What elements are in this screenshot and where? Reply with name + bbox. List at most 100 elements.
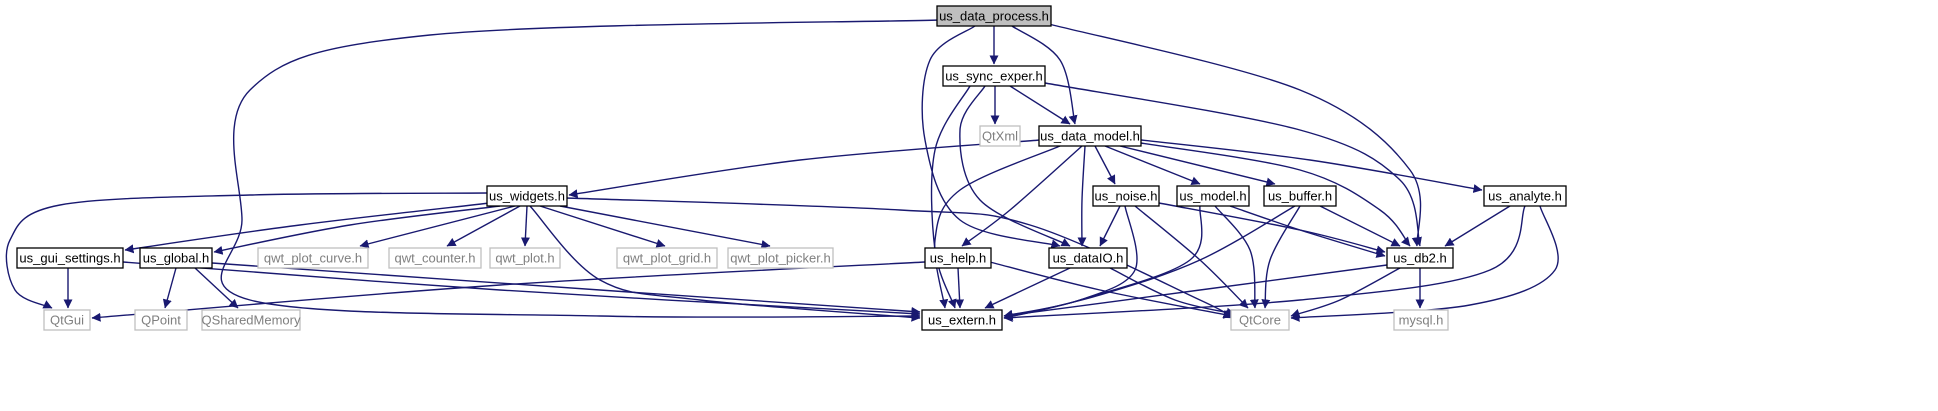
edge-us-data-model-h-to-us-model-h <box>1104 145 1201 186</box>
edge-us-model-h-to-us-db2-h <box>1229 205 1386 258</box>
node-label: QtXml <box>982 129 1018 144</box>
node-box <box>201 309 301 331</box>
node-label: qwt_plot_curve.h <box>264 251 362 266</box>
edge-us-global-h-to-QPoint <box>162 267 177 309</box>
edge-us-data-model-h-to-us-help-h <box>961 145 1083 247</box>
node-qsharedmemory: QSharedMemory <box>201 309 301 331</box>
node-qtxml: QtXml <box>979 125 1021 147</box>
edge-us-buffer-h-to-us-db2-h <box>1319 205 1401 247</box>
edge-us-widgets-h-to-qwt-plot-grid-h <box>539 205 666 248</box>
node-label: us_buffer.h <box>1268 189 1332 204</box>
edge-us-data-process-h-to-us-data-model-h <box>1011 25 1078 125</box>
node-qwt-counter-h: qwt_counter.h <box>388 247 482 269</box>
node-us-gui-settings-h[interactable]: us_gui_settings.h <box>16 247 124 269</box>
node-us-global-h[interactable]: us_global.h <box>139 247 213 269</box>
node-box <box>139 247 213 269</box>
node-label: us_db2.h <box>1393 251 1447 266</box>
node-box <box>43 309 91 331</box>
node-label: us_analyte.h <box>1488 189 1562 204</box>
edge-us-data-model-h-to-us-dataIO-h <box>1077 145 1087 247</box>
node-box <box>489 247 561 269</box>
node-qwt-plot-picker-h: qwt_plot_picker.h <box>727 247 834 269</box>
node-us-extern-h[interactable]: us_extern.h <box>921 309 1003 331</box>
edge-us-analyte-h-to-QtCore <box>1290 205 1559 322</box>
node-qwt-plot-grid-h: qwt_plot_grid.h <box>616 247 718 269</box>
node-box <box>1263 185 1337 207</box>
node-us-widgets-h[interactable]: us_widgets.h <box>486 185 568 207</box>
edge-us-data-process-h-to-us-db2-h <box>1048 23 1422 247</box>
edge-us-global-h-to-us-extern-h <box>211 262 921 316</box>
edge-us-widgets-h-to-us-global-h <box>213 205 501 255</box>
node-us-data-model-h[interactable]: us_data_model.h <box>1038 125 1142 147</box>
node-label: us_data_model.h <box>1040 129 1140 144</box>
node-box <box>1230 309 1290 331</box>
node-qtgui: QtGui <box>43 309 91 331</box>
node-box <box>942 65 1046 87</box>
node-us-data-process-h: us_data_process.h <box>936 5 1052 27</box>
node-box <box>1038 125 1142 147</box>
node-box <box>727 247 834 269</box>
node-label: mysql.h <box>1399 313 1444 328</box>
edge-us-noise-h-to-QtCore <box>1134 205 1249 309</box>
edge-us-data-process-h-to-us-extern-h <box>220 19 941 321</box>
node-mysql-h: mysql.h <box>1393 309 1449 331</box>
node-box <box>936 5 1052 27</box>
edge-us-sync-exper-h-to-us-dataIO-h <box>959 85 1071 247</box>
node-label: qwt_plot_picker.h <box>730 251 830 266</box>
node-box <box>388 247 482 269</box>
edge-us-db2-h-to-us-extern-h <box>1003 264 1388 320</box>
node-box <box>1483 185 1567 207</box>
node-box <box>134 309 188 331</box>
node-box <box>1048 247 1128 269</box>
node-box <box>257 247 369 269</box>
node-label: us_widgets.h <box>489 189 565 204</box>
edges-layer <box>5 19 1559 322</box>
edge-us-data-model-h-to-us-db2-h <box>1140 142 1411 247</box>
edge-us-data-model-h-to-us-noise-h <box>1094 145 1116 185</box>
node-label: us_model.h <box>1179 189 1246 204</box>
edge-us-help-h-to-QtCore <box>989 261 1233 319</box>
edge-us-widgets-h-to-us-extern-h <box>529 205 921 322</box>
edge-us-dataIO-h-to-us-extern-h <box>984 267 1071 309</box>
node-label: qwt_plot.h <box>495 251 554 266</box>
node-us-db2-h[interactable]: us_db2.h <box>1386 247 1454 269</box>
node-us-dataio-h[interactable]: us_dataIO.h <box>1048 247 1128 269</box>
node-label: qwt_plot_grid.h <box>623 251 711 266</box>
node-us-analyte-h[interactable]: us_analyte.h <box>1483 185 1567 207</box>
edge-us-widgets-h-to-QtGui <box>5 192 488 309</box>
node-us-noise-h[interactable]: us_noise.h <box>1092 185 1160 207</box>
node-label: QtCore <box>1239 313 1281 328</box>
edge-us-sync-exper-h-to-us-extern-h <box>930 85 971 309</box>
node-label: us_dataIO.h <box>1053 251 1124 266</box>
node-box <box>1386 247 1454 269</box>
node-us-model-h[interactable]: us_model.h <box>1176 185 1250 207</box>
node-box <box>921 309 1003 331</box>
node-box <box>924 247 992 269</box>
node-box <box>16 247 124 269</box>
edge-us-gui-settings-h-to-us-extern-h <box>122 261 921 319</box>
node-box <box>1393 309 1449 331</box>
node-box <box>486 185 568 207</box>
node-qwt-plot-curve-h: qwt_plot_curve.h <box>257 247 369 269</box>
edge-us-data-model-h-to-us-analyte-h <box>1140 139 1483 193</box>
edge-us-db2-h-to-QtCore <box>1290 267 1401 318</box>
edge-us-data-model-h-to-us-widgets-h <box>568 139 1041 199</box>
node-us-buffer-h[interactable]: us_buffer.h <box>1263 185 1337 207</box>
edge-us-model-h-to-QtCore <box>1214 205 1259 309</box>
edge-us-sync-exper-h-to-us-db2-h <box>1044 82 1422 247</box>
edge-us-noise-h-to-us-db2-h <box>1158 202 1386 255</box>
edge-us-widgets-h-to-us-gui-settings-h <box>124 202 491 254</box>
node-qpoint: QPoint <box>134 309 188 331</box>
edge-us-global-h-to-QSharedMemory <box>194 267 239 309</box>
edge-us-widgets-h-to-qwt-counter-h <box>446 205 521 247</box>
node-label: QPoint <box>141 313 181 328</box>
node-label: us_gui_settings.h <box>19 251 120 266</box>
edge-us-widgets-h-to-qwt-plot-h <box>520 205 530 247</box>
node-qwt-plot-h: qwt_plot.h <box>489 247 561 269</box>
edge-us-analyte-h-to-us-db2-h <box>1444 205 1511 247</box>
node-us-sync-exper-h[interactable]: us_sync_exper.h <box>942 65 1046 87</box>
node-us-help-h[interactable]: us_help.h <box>924 247 992 269</box>
node-label: us_data_process.h <box>939 9 1049 24</box>
